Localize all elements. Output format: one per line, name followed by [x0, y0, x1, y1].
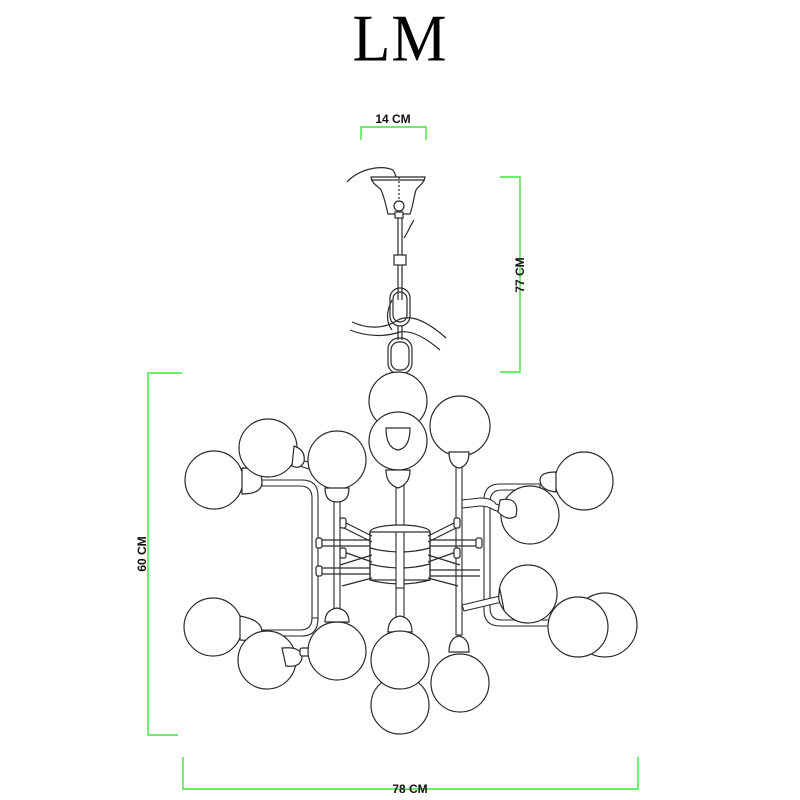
globe-lamp	[238, 418, 298, 478]
dim-bracket-77cm	[500, 176, 521, 373]
globe-lamp	[183, 597, 243, 657]
globe-lamp	[370, 630, 430, 690]
globe-lamp	[307, 430, 367, 490]
dim-label-body-height: 60 CM	[135, 536, 149, 571]
dimension-body-height: 60 CM	[135, 372, 182, 736]
dim-label-canopy-width: 14 CM	[375, 112, 410, 126]
dim-label-suspension-height: 77 CM	[513, 257, 527, 292]
dim-bracket-78cm	[182, 757, 639, 790]
globe-lamp	[554, 451, 614, 511]
dim-label-overall-width: 78 CM	[392, 782, 427, 796]
globe-lamp	[184, 450, 244, 510]
chandelier-arms	[261, 446, 561, 637]
dim-bracket-60cm	[147, 372, 182, 736]
brand-logo: LM	[352, 2, 448, 76]
dimension-overall-width: 78 CM	[182, 757, 639, 796]
dimension-canopy-width: 14 CM	[360, 112, 427, 140]
globe-lamp	[430, 653, 490, 713]
globe-lamp	[429, 395, 491, 457]
dim-bracket-14cm	[360, 126, 427, 140]
globe-lamp	[547, 596, 609, 658]
suspension-rod-and-chain	[349, 218, 447, 375]
globe-lamps	[183, 371, 638, 735]
ceiling-canopy	[346, 167, 426, 219]
dimension-suspension-height: 77 CM	[500, 176, 527, 373]
globe-lamp	[498, 564, 558, 624]
globe-lamp	[307, 621, 367, 681]
